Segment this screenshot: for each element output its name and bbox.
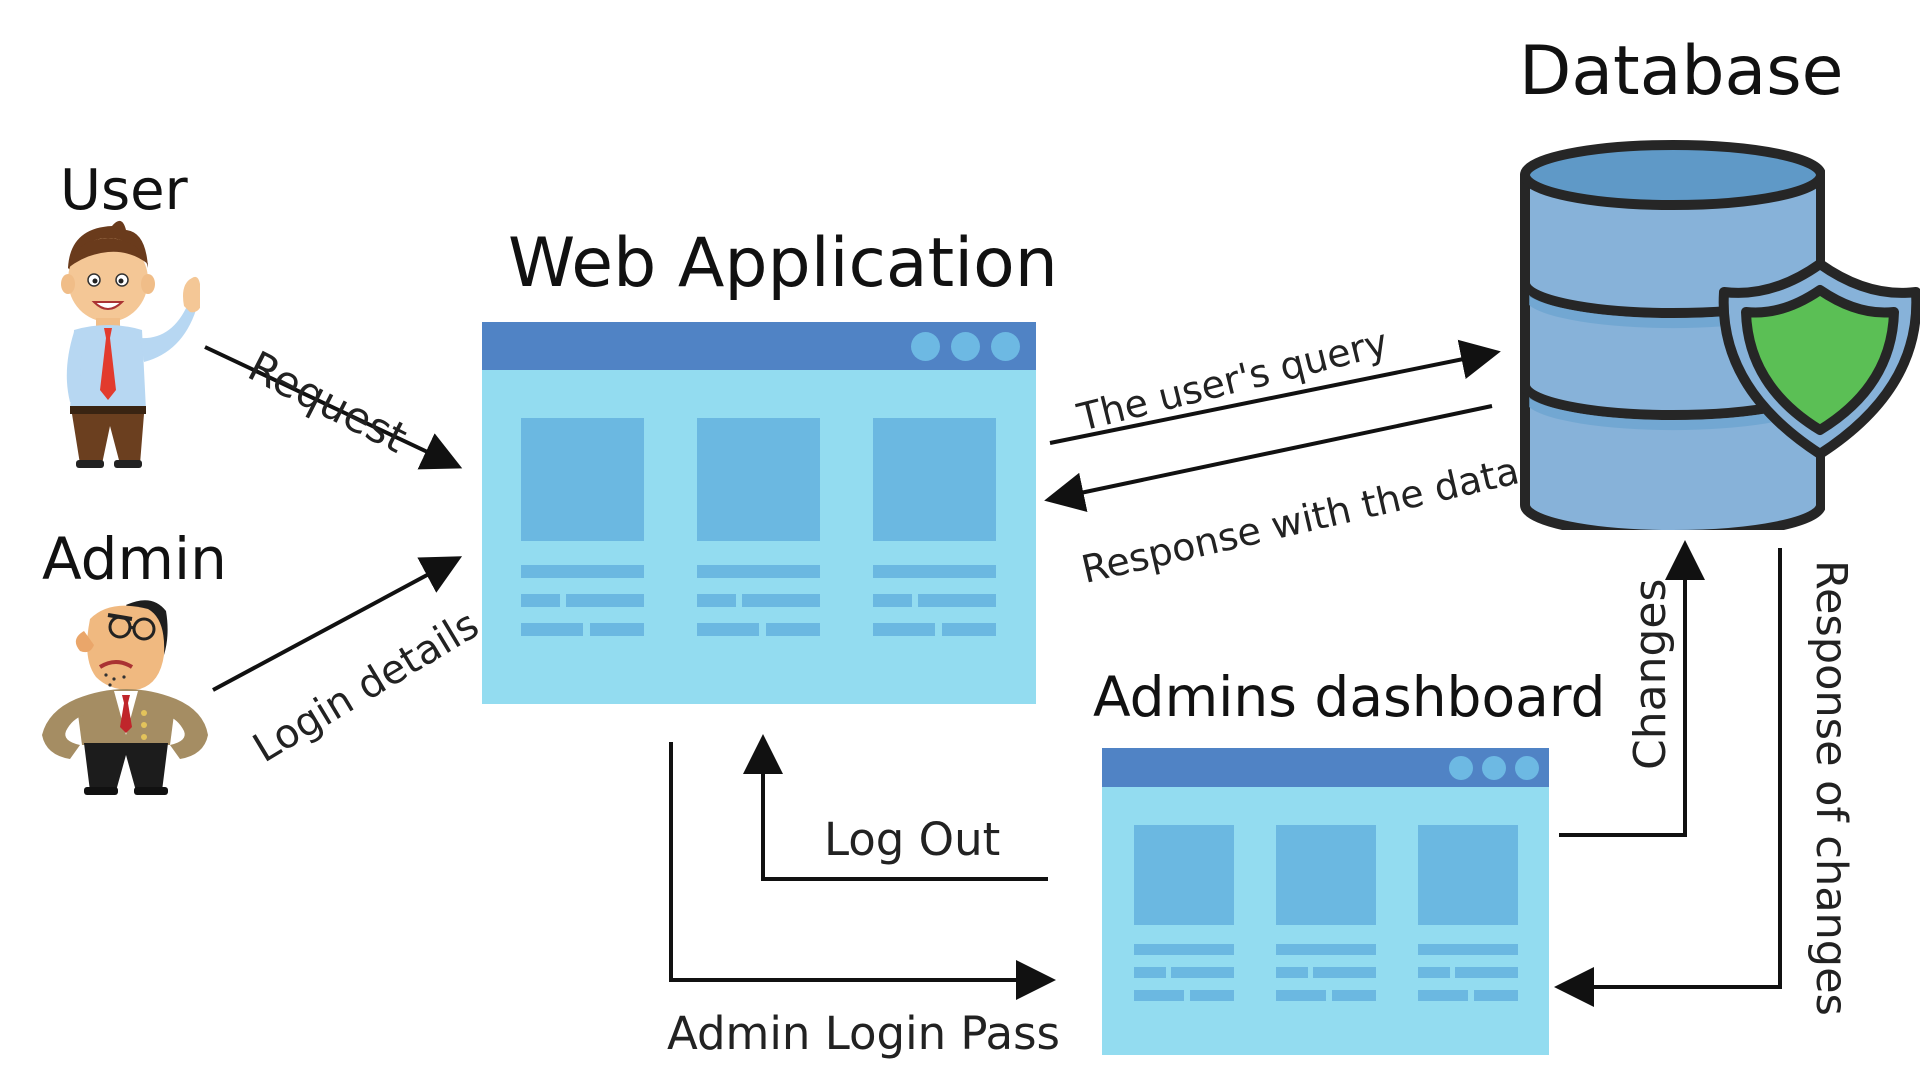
login-details-arrow: [212, 556, 463, 692]
shield-icon: [1718, 259, 1920, 458]
window-control-dot: [1482, 756, 1506, 780]
text-line: [521, 565, 644, 578]
admin-login-pass-arrow: [669, 742, 1056, 1000]
content-tile: [1134, 825, 1234, 925]
log-out-arrow: [743, 734, 1048, 881]
text-line: [1276, 990, 1326, 1001]
text-line: [1171, 967, 1234, 978]
content-tile: [521, 418, 644, 541]
window-control-dot: [1515, 756, 1539, 780]
content-tile: [873, 418, 996, 541]
text-line: [873, 623, 935, 636]
text-line: [942, 623, 996, 636]
admin-login-pass-label: Admin Login Pass: [667, 1007, 1061, 1060]
user-title: User: [60, 158, 188, 223]
text-line: [1134, 967, 1166, 978]
admins-dashboard-window: [1102, 748, 1549, 1055]
content-tile: [1276, 825, 1376, 925]
web-application-title: Web Application: [508, 224, 1058, 303]
database-icon: [1520, 140, 1825, 530]
web-application-window: [482, 322, 1036, 704]
log-out-label: Log Out: [824, 813, 1001, 866]
window-title-bar: [1102, 748, 1549, 787]
text-line: [1313, 967, 1376, 978]
text-line: [742, 594, 820, 607]
changes-arrow: [1559, 540, 1705, 837]
window-control-dot: [1449, 756, 1473, 780]
request-arrow: [204, 345, 463, 470]
window-control-dot: [911, 332, 940, 361]
text-line: [566, 594, 644, 607]
text-line: [1190, 990, 1234, 1001]
text-line: [590, 623, 644, 636]
window-title-bar: [482, 322, 1036, 370]
text-line: [697, 623, 759, 636]
changes-label: Changes: [1625, 578, 1676, 770]
content-tile: [1418, 825, 1518, 925]
text-line: [697, 594, 736, 607]
text-line: [1418, 944, 1518, 955]
text-line: [873, 594, 912, 607]
response-changes-arrow: [1554, 548, 1782, 1007]
text-line: [1134, 990, 1184, 1001]
text-line: [1418, 990, 1468, 1001]
database-title: Database: [1519, 32, 1844, 111]
text-line: [521, 623, 583, 636]
text-line: [766, 623, 820, 636]
admin-title: Admin: [42, 525, 227, 593]
text-line: [1474, 990, 1518, 1001]
text-line: [1276, 944, 1376, 955]
content-tile: [697, 418, 820, 541]
text-line: [918, 594, 996, 607]
window-control-dot: [951, 332, 980, 361]
response-changes-label: Response of changes: [1806, 560, 1856, 1016]
admins-dashboard-title: Admins dashboard: [1093, 665, 1606, 729]
user-avatar-icon: [61, 220, 200, 468]
text-line: [697, 565, 820, 578]
text-line: [1134, 944, 1234, 955]
text-line: [873, 565, 996, 578]
text-line: [1276, 967, 1308, 978]
admin-avatar-icon: [42, 600, 208, 795]
text-line: [1332, 990, 1376, 1001]
window-control-dot: [991, 332, 1020, 361]
users-query-arrow: [1049, 339, 1501, 445]
text-line: [1418, 967, 1450, 978]
text-line: [521, 594, 560, 607]
response-data-arrow: [1044, 404, 1493, 512]
text-line: [1455, 967, 1518, 978]
